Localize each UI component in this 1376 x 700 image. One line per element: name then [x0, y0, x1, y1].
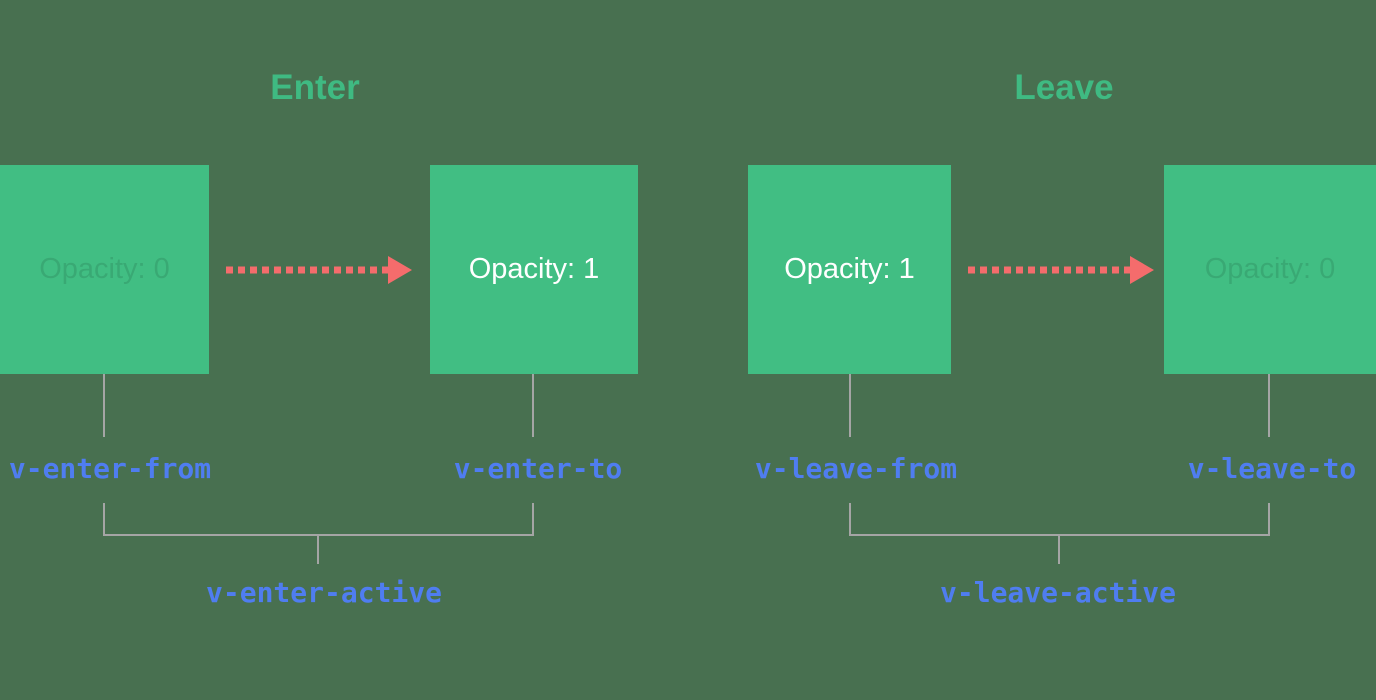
leave-from-opacity-label: Opacity: 1 — [784, 253, 915, 285]
enter-from-opacity-label: Opacity: 0 — [39, 253, 170, 285]
leave-active-bracket — [849, 503, 1270, 536]
enter-from-box: Opacity: 0 — [0, 165, 209, 374]
leave-to-opacity-label: Opacity: 0 — [1204, 253, 1336, 285]
leave-section-title: Leave — [1014, 68, 1114, 107]
leave-from-class-label: v-leave-from — [754, 452, 958, 485]
leave-active-class-label: v-leave-active — [939, 576, 1177, 609]
enter-to-box: Opacity: 1 — [430, 165, 638, 374]
enter-active-bracket — [103, 503, 534, 536]
leave-to-class-label: v-leave-to — [1187, 452, 1357, 485]
enter-to-opacity-label: Opacity: 1 — [468, 253, 600, 285]
enter-active-class-label: v-enter-active — [205, 576, 443, 609]
leave-arrow-icon — [968, 256, 1154, 284]
enter-arrow-icon — [226, 256, 412, 284]
enter-section-title: Enter — [270, 68, 360, 107]
leave-to-box: Opacity: 0 — [1164, 165, 1376, 374]
enter-to-class-label: v-enter-to — [453, 452, 623, 485]
enter-from-class-label: v-enter-from — [8, 452, 212, 485]
leave-from-box: Opacity: 1 — [748, 165, 951, 374]
